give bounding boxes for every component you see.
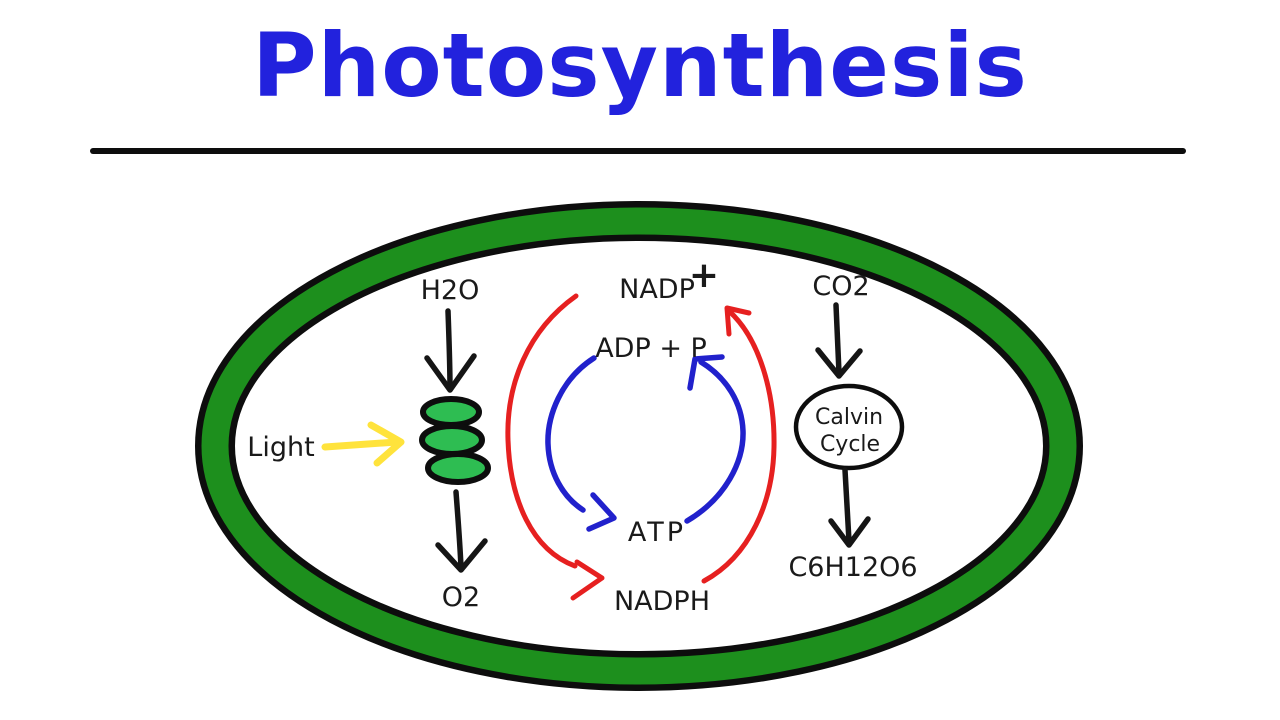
thylakoid-disc <box>420 396 482 428</box>
nadp-cycle-down-arrow <box>505 293 605 601</box>
co2-label: CO2 <box>812 271 869 302</box>
arrow-head <box>424 353 477 393</box>
calvin-cycle-label-line2: Cycle <box>820 432 880 457</box>
light-arrow <box>321 421 405 467</box>
chloroplast-membrane <box>195 201 1083 691</box>
arrow-shaft <box>684 359 746 524</box>
light-label: Light <box>247 432 314 463</box>
arrow-shaft <box>321 438 401 451</box>
h2o-to-thylakoid-arrow <box>424 308 477 393</box>
nadp-label: NADP <box>619 274 695 305</box>
atp-label: ATP <box>628 517 686 548</box>
page-title: Photosynthesis <box>252 14 1028 117</box>
thylakoid-to-o2-arrow <box>435 489 488 573</box>
arrow-shaft <box>701 308 777 584</box>
arrow-shaft <box>833 302 842 376</box>
nadp-plus-charge: + <box>689 255 719 296</box>
arrow-head <box>687 354 725 391</box>
thylakoid-stack <box>419 396 491 485</box>
arrow-head <box>435 538 488 573</box>
arrow-shaft <box>842 467 852 544</box>
arrow-head <box>367 421 405 467</box>
nadph-label: NADPH <box>614 586 710 617</box>
co2-to-calvin-arrow <box>815 302 863 379</box>
adp-p-label: ADP + P <box>595 333 707 364</box>
title-underline <box>90 148 1186 154</box>
calvin-to-glucose-arrow <box>828 467 871 548</box>
arrow-head <box>724 305 752 337</box>
arrow-head <box>570 559 605 601</box>
thylakoid-disc <box>419 423 485 457</box>
nadp-cycle-up-arrow <box>701 305 777 584</box>
arrow-shaft <box>445 308 453 392</box>
atp-cycle-down-arrow <box>545 355 617 532</box>
membrane-green-band <box>201 207 1077 685</box>
arrow-head <box>828 516 871 548</box>
calvin-cycle-label-line1: Calvin <box>815 405 883 430</box>
calvin-cycle-outline <box>793 383 905 471</box>
arrow-head <box>586 492 617 532</box>
arrow-shaft <box>505 293 579 569</box>
thylakoid-disc <box>425 451 491 485</box>
arrow-shaft <box>545 355 597 513</box>
glucose-label: C6H12O6 <box>788 552 917 583</box>
o2-label: O2 <box>442 582 480 613</box>
arrow-shaft <box>453 489 464 570</box>
arrow-head <box>815 347 863 379</box>
calvin-cycle-circle: Calvin Cycle <box>793 383 905 471</box>
atp-cycle-up-arrow <box>684 354 746 524</box>
h2o-label: H2O <box>421 275 480 306</box>
